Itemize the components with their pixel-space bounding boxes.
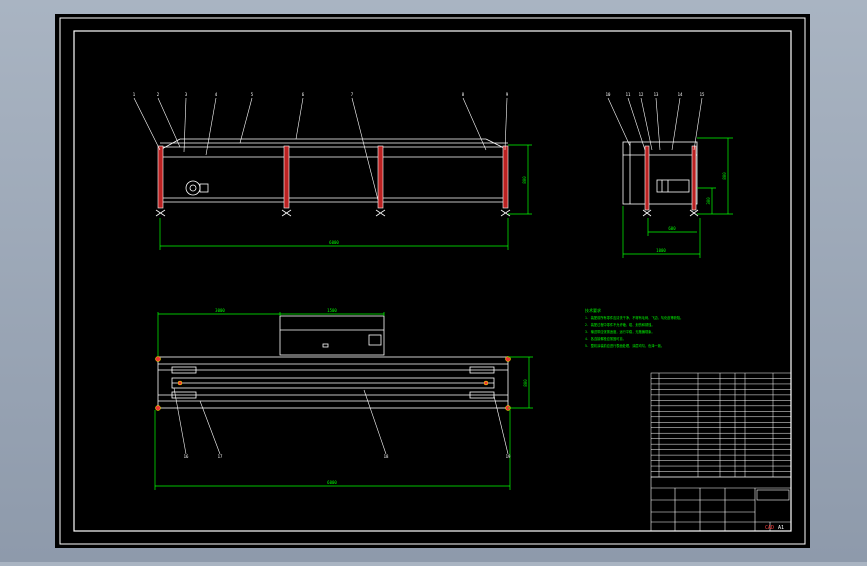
top-dim-width: 800 (523, 379, 528, 387)
top-view-corner-feet (155, 356, 511, 411)
side-dim-height: 800 (722, 172, 727, 180)
front-view-balloons: 1 2 3 4 5 6 7 8 9 (133, 92, 509, 201)
leader-line (462, 97, 487, 151)
side-dim-lower: 300 (706, 197, 711, 205)
tech-note-line: 3. 输送带应张紧适度，运行平稳，无跑偏现象。 (585, 329, 655, 334)
leader-line (671, 97, 681, 151)
leader-line (133, 97, 161, 151)
part-balloon: 10 (606, 92, 611, 97)
leader-line (205, 97, 217, 156)
leader-line (607, 97, 631, 147)
leader-line (351, 97, 379, 201)
part-balloon: 5 (251, 92, 254, 97)
front-view (159, 138, 509, 203)
leader-line (693, 97, 703, 151)
leader-line (363, 389, 387, 455)
top-view-balloons: 16 17 18 19 (173, 387, 511, 459)
top-dim-total: 6000 (327, 480, 337, 485)
part-balloon: 12 (639, 92, 644, 97)
leader-line (173, 387, 187, 455)
part-balloon: 11 (626, 92, 631, 97)
part-balloon: 3 (185, 92, 188, 97)
tech-note-line: 2. 装配过程中零件不允许磕、碰、划伤和锈蚀。 (585, 322, 655, 327)
front-view-legs (155, 145, 511, 217)
part-balloon: 19 (506, 454, 511, 459)
title-block (650, 476, 792, 532)
side-dim-inner-width: 600 (668, 226, 676, 231)
top-view-dimensions (154, 312, 533, 490)
leader-line (183, 97, 187, 153)
tech-note-line: 1. 装配前所有零件应清洗干净，不得有毛刺、飞边、氧化皮等缺陷。 (585, 315, 683, 320)
leader-line (199, 400, 221, 455)
front-dim-height: 800 (522, 176, 527, 184)
side-view (622, 141, 698, 205)
tech-note-line: 4. 各连接螺栓应紧固可靠。 (585, 336, 626, 341)
part-balloon: 16 (184, 454, 189, 459)
drawing-sheet (55, 14, 810, 548)
tech-note-line: 5. 整机涂装前应进行表面处理，涂层均匀，色泽一致。 (585, 343, 664, 348)
part-balloon: 18 (384, 454, 389, 459)
technical-notes: 技术要求 1. 装配前所有零件应清洗干净，不得有毛刺、飞边、氧化皮等缺陷。 2.… (585, 307, 683, 348)
leader-line (627, 97, 646, 151)
front-view-dimensions (159, 144, 532, 250)
title-block-sheet-mark: CAD (765, 525, 774, 531)
leader-line (239, 97, 253, 144)
side-view-balloons: 10 11 12 13 14 15 (606, 92, 705, 151)
part-balloon: 4 (215, 92, 218, 97)
top-view (157, 315, 509, 409)
top-dim-right: 1500 (327, 308, 337, 313)
side-dim-width: 1000 (656, 248, 666, 253)
part-balloon: 7 (351, 92, 354, 97)
side-view-dimensions (622, 137, 733, 258)
control-cabinet (279, 315, 385, 356)
leader-line (493, 395, 509, 455)
front-dim-length: 6000 (329, 240, 339, 245)
title-block-drawing-no: A1 (778, 525, 784, 531)
part-balloon: 8 (462, 92, 465, 97)
part-balloon: 1 (133, 92, 136, 97)
part-balloon: 15 (700, 92, 705, 97)
part-balloon: 14 (678, 92, 683, 97)
leader-line (655, 97, 661, 151)
part-balloon: 2 (157, 92, 160, 97)
tech-notes-heading: 技术要求 (585, 307, 601, 313)
sheet-border (59, 17, 806, 545)
part-balloon: 13 (654, 92, 659, 97)
part-balloon: 17 (218, 454, 223, 459)
side-view-legs (642, 145, 699, 217)
top-dim-left: 3000 (215, 308, 225, 313)
leader-line (295, 97, 304, 140)
leader-line (157, 97, 181, 148)
side-motor (656, 179, 690, 193)
leader-line (504, 97, 508, 151)
part-balloon: 6 (302, 92, 305, 97)
inner-frame (73, 30, 792, 532)
part-balloon: 9 (506, 92, 509, 97)
leader-line (640, 97, 653, 151)
